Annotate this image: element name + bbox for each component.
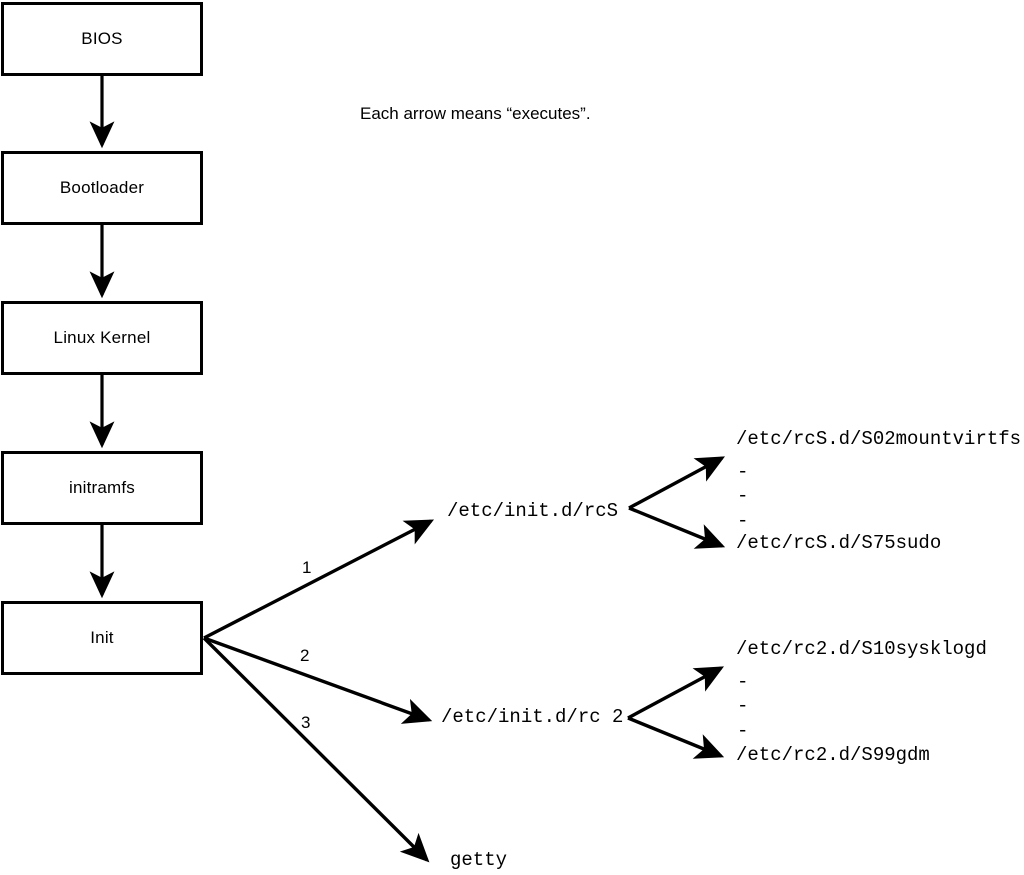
stage-label-bios: BIOS [81,29,123,48]
script-rc2-ellipsis-2: - [737,695,749,717]
branch-number-1: 1 [302,558,312,577]
arrow-init-branch-1 [203,519,435,640]
branch-number-3: 3 [301,713,311,732]
script-rcS-ellipsis-2: - [737,485,749,507]
stage-box-initramfs[interactable]: initramfs [1,451,203,525]
stage-label-linux-kernel: Linux Kernel [53,328,151,347]
script-rc2-last[interactable]: /etc/rc2.d/S99gdm [736,744,930,766]
branch-target-getty[interactable]: getty [450,849,508,871]
script-rcS-last[interactable]: /etc/rcS.d/S75sudo [736,532,942,554]
diagram-caption: Each arrow means “executes”. [360,104,591,123]
arrow-rc2-to-first-script [627,666,724,720]
branch-target-rcS[interactable]: /etc/init.d/rcS [447,500,619,522]
branch-number-2: 2 [300,646,310,665]
arrow-rc2-to-last-script [627,716,725,759]
script-rc2-ellipsis-1: - [737,671,749,693]
script-rcS-ellipsis-1: - [737,461,749,483]
stage-box-linux-kernel[interactable]: Linux Kernel [1,301,203,375]
arrow-init-branch-2 [203,636,433,724]
stage-label-initramfs: initramfs [68,478,136,497]
arrow-rcS-to-first-script [628,456,725,510]
script-rc2-ellipsis-3: - [737,720,749,742]
stage-box-init[interactable]: Init [1,601,203,675]
stage-box-bios[interactable]: BIOS [1,2,203,76]
arrow-rcS-to-last-script [628,506,726,549]
script-rcS-first[interactable]: /etc/rcS.d/S02mountvirtfs [736,428,1022,450]
branch-target-rc2[interactable]: /etc/init.d/rc 2 [441,706,624,728]
stage-label-init: Init [90,628,114,647]
stage-box-bootloader[interactable]: Bootloader [1,151,203,225]
arrow-init-branch-3 [202,636,430,863]
stage-label-bootloader: Bootloader [59,178,145,197]
script-rc2-first[interactable]: /etc/rc2.d/S10sysklogd [736,638,987,660]
script-rcS-ellipsis-3: - [737,510,749,532]
